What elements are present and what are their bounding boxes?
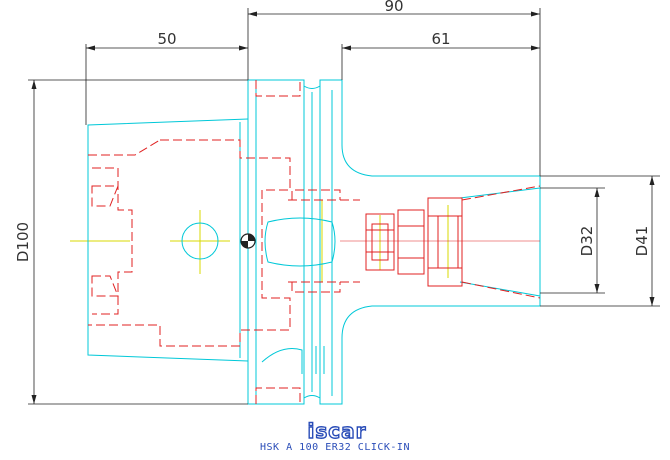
iscar-logo-text: iscar xyxy=(308,419,367,443)
tool-outline xyxy=(87,79,541,405)
arrow-61-left xyxy=(342,45,351,51)
arrow-d41-bottom xyxy=(649,297,655,306)
arrow-d100-top xyxy=(31,80,37,89)
clamp-cavity xyxy=(88,139,291,347)
dim-label-50: 50 xyxy=(157,30,176,48)
dim-label-d100: D100 xyxy=(14,222,32,262)
tool-caption: HSK A 100 ER32 CLICK-IN xyxy=(260,442,410,453)
clamp-nut xyxy=(427,197,463,287)
drive-slot-upper xyxy=(92,167,133,315)
collet-assembly xyxy=(340,197,540,287)
tube-boss-lower xyxy=(291,282,341,293)
tube-upper xyxy=(288,199,360,283)
collet-body xyxy=(397,209,425,275)
stop-screw-head xyxy=(371,223,389,261)
nose-taper-lower xyxy=(461,281,541,299)
tube-boss-upper xyxy=(291,189,341,200)
arrow-d32-top xyxy=(594,188,600,197)
flange-bore xyxy=(255,80,301,404)
arrow-d41-top xyxy=(649,176,655,185)
lower-groove-arc xyxy=(261,348,303,374)
bore-taper-upper xyxy=(459,187,541,199)
stop-screw xyxy=(365,213,395,271)
lower-groove-arc-2 xyxy=(315,346,325,374)
key-wedge-upper xyxy=(91,185,119,207)
arrow-61-right xyxy=(531,45,540,51)
dim-label-61: 61 xyxy=(431,30,450,48)
hidden-features xyxy=(88,80,541,404)
dim-label-90: 90 xyxy=(384,0,403,15)
nose-taper-upper xyxy=(461,185,541,201)
clamp-cavity-top xyxy=(88,139,161,156)
arrow-d100-bottom xyxy=(31,395,37,404)
shank-hole xyxy=(181,222,219,260)
flange-bottom-outline xyxy=(247,80,541,405)
dim-label-d32: D32 xyxy=(578,226,596,257)
arrow-90-left xyxy=(248,11,257,17)
arrow-d32-bottom xyxy=(594,284,600,293)
hsk-shank-outline xyxy=(87,118,249,362)
dimension-lines xyxy=(28,8,660,405)
flange-outline xyxy=(248,79,541,242)
slot-window xyxy=(264,217,336,267)
dim-label-d41: D41 xyxy=(633,226,651,257)
arrow-50-left xyxy=(86,45,95,51)
dimension-arrows xyxy=(31,11,655,404)
key-wedge-lower xyxy=(91,275,119,297)
arrow-90-right xyxy=(531,11,540,17)
arrow-50-right xyxy=(239,45,248,51)
datum-point-fill xyxy=(241,234,255,248)
iscar-logo-icon: iscar xyxy=(307,418,367,443)
bore-taper-lower xyxy=(459,281,541,297)
